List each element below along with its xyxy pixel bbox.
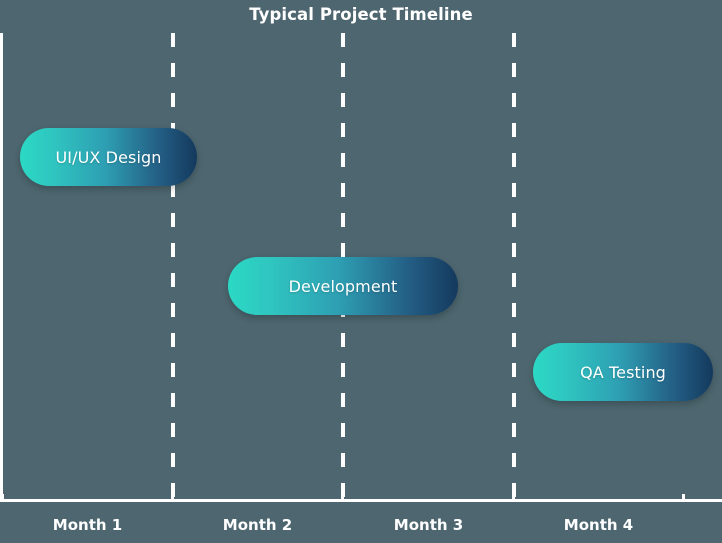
x-axis-tick-2: [341, 494, 344, 500]
task-bar-label: Development: [288, 276, 398, 296]
x-axis-label-month-4: Month 4: [563, 516, 634, 534]
task-bar[interactable]: Development: [228, 257, 458, 315]
gridline-month-3: [512, 33, 516, 500]
y-axis-spine: [0, 33, 3, 502]
x-axis-tick-4: [682, 494, 685, 500]
x-axis-label-month-1: Month 1: [52, 516, 123, 534]
x-axis-tick-3: [512, 494, 515, 500]
x-axis-tick-1: [171, 494, 174, 500]
task-bar[interactable]: UI/UX Design: [20, 128, 197, 186]
x-axis-label-month-2: Month 2: [222, 516, 293, 534]
task-bar-label: UI/UX Design: [55, 147, 162, 167]
chart-title: Typical Project Timeline: [249, 5, 473, 24]
task-bar-label: QA Testing: [580, 362, 666, 382]
task-bar[interactable]: QA Testing: [533, 343, 713, 401]
x-axis-spine: [0, 499, 722, 502]
x-axis-tick-0: [1, 494, 4, 500]
gridline-month-1: [171, 33, 175, 500]
x-axis-label-month-3: Month 3: [393, 516, 464, 534]
